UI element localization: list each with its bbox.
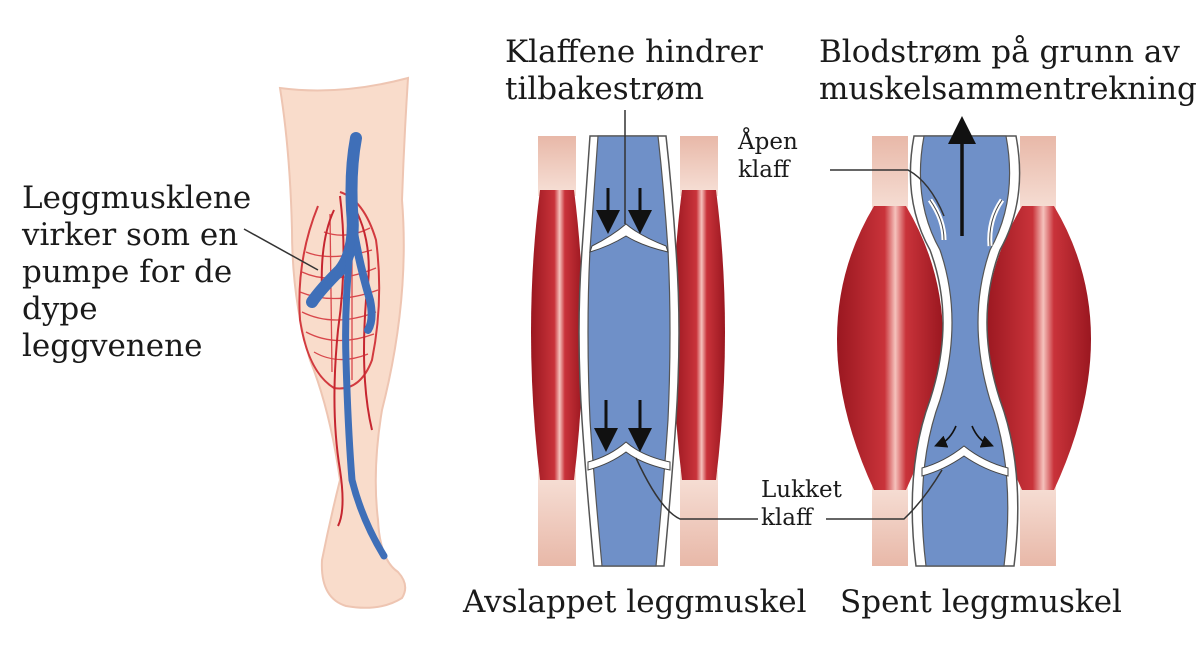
closed-valve-line-2: klaff (761, 505, 813, 531)
relaxed-right-muscle (673, 190, 725, 480)
calf-muscles-label: Leggmusklene virker som en pumpe for de … (22, 180, 251, 365)
tense-right-tendon-bottom (1020, 480, 1056, 566)
tense-vein-panel (837, 116, 1091, 567)
closed-valve-pointer-right (826, 469, 943, 520)
blood-flow-label: Blodstrøm på grunn av muskelsammentrekni… (819, 34, 1197, 108)
tense-vein-lumen (919, 135, 1011, 567)
calf-muscles-line-2: virker som en (22, 217, 239, 253)
calf-muscles-line-4: dype (22, 291, 98, 327)
blood-flow-line-2: muskelsammentrekning (819, 71, 1197, 107)
relaxed-muscle-caption: Avslappet leggmuskel (463, 584, 807, 620)
relaxed-left-tendon-bottom (538, 470, 576, 566)
open-valve-pointer (830, 169, 945, 217)
tense-left-tendon-bottom (872, 480, 908, 566)
calf-muscles-line-5: leggvenene (22, 328, 203, 364)
deep-vein (306, 132, 388, 560)
relaxed-vein-panel (531, 135, 725, 567)
closed-valve-label: Lukket klaff (761, 476, 842, 532)
tense-left-muscle (837, 206, 943, 490)
calf-muscles-line-3: pumpe for de (22, 254, 233, 290)
tense-left-tendon-top (872, 136, 908, 216)
valves-prevent-line-2: tilbakestrøm (505, 71, 704, 107)
tense-right-muscle (985, 206, 1091, 490)
relaxed-left-tendon-top (538, 136, 576, 196)
tense-closed-valve (921, 445, 1009, 477)
tense-right-tendon-top (1020, 136, 1056, 216)
open-valve-line-1: Åpen (738, 129, 798, 155)
calf-muscles-line-1: Leggmusklene (22, 180, 252, 216)
relaxed-left-muscle (531, 190, 583, 480)
tense-muscle-caption: Spent leggmuskel (840, 584, 1122, 620)
open-valve-line-2: klaff (738, 157, 790, 183)
valves-prevent-label: Klaffene hindrer tilbakestrøm (505, 34, 763, 108)
blood-flow-line-1: Blodstrøm på grunn av (819, 34, 1180, 70)
relaxed-right-tendon-top (680, 136, 718, 196)
relaxed-right-tendon-bottom (680, 470, 718, 566)
leg-label-pointer (243, 228, 319, 271)
valves-prevent-line-1: Klaffene hindrer (505, 34, 763, 70)
open-valve-label: Åpen klaff (738, 128, 798, 184)
tense-backflow-arrows (934, 425, 994, 448)
relaxed-downward-arrows (594, 188, 652, 452)
calf-muscle-outline (298, 191, 381, 390)
relaxed-vein-lumen (587, 135, 671, 567)
leg-illustration (278, 76, 410, 609)
closed-valve-pointer-left (635, 457, 758, 520)
closed-valve-line-1: Lukket (761, 477, 842, 503)
